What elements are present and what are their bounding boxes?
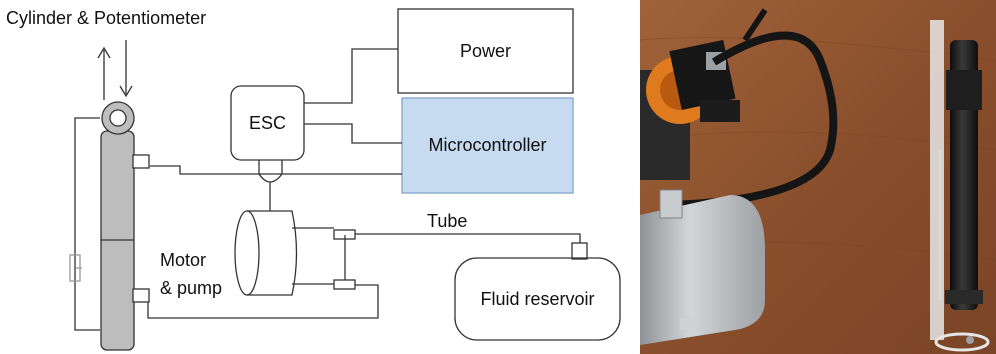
tube-line [355, 233, 581, 243]
photo-tube [669, 31, 838, 209]
cylinder-frame-line [74, 117, 100, 331]
microcontroller-label: Microcontroller [428, 135, 547, 155]
arrow-down-head [119, 85, 133, 98]
photo-rail [930, 20, 944, 340]
reservoir-fitting [571, 242, 588, 260]
power-box [397, 8, 574, 94]
esc-label: ESC [248, 112, 286, 133]
photo-reservoir [640, 189, 765, 345]
photo-clip [934, 332, 990, 352]
microcontroller-box [401, 97, 574, 194]
motor-body [247, 210, 298, 296]
esc-motor-wire [258, 160, 283, 211]
photo-cylinder [930, 20, 990, 352]
block-diagram [69, 8, 621, 351]
esc-mcu-wire [304, 123, 402, 144]
esc-power-wire [304, 48, 398, 104]
cylinder-port-top [132, 154, 150, 169]
cylinder-label: Cylinder & Potentiometer [6, 8, 207, 28]
tube-label: Tube [427, 211, 468, 231]
motor-label-line1: Motor [160, 250, 207, 270]
arrow-up-head [97, 46, 111, 59]
reservoir-box [454, 257, 621, 341]
motor-label-line2: & pump [160, 278, 223, 298]
sensor-mcu-wire [150, 165, 402, 175]
motor-face [234, 210, 260, 296]
reservoir-label: Fluid reservoir [480, 288, 595, 309]
cylinder-port-bottom [132, 288, 150, 303]
pump-fitting-bottom [333, 279, 356, 290]
return-line [147, 284, 379, 319]
esc-box [230, 85, 305, 161]
prototype-photo [640, 0, 996, 354]
cylinder [100, 101, 150, 351]
power-label: Power [459, 40, 512, 61]
